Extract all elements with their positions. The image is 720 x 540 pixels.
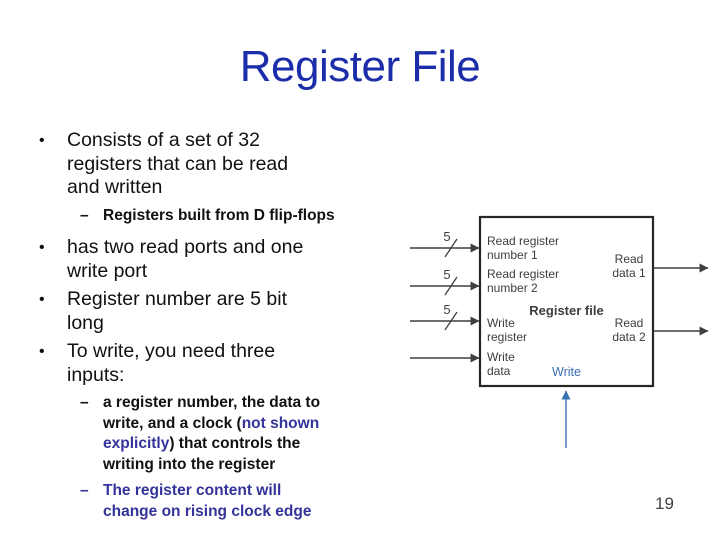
bullet-marker: • [39, 343, 45, 360]
sub-bullet-write-requirements: – a register number, the data to write, … [36, 393, 386, 475]
bullet-write-inputs: • To write, you need three inputs: [36, 340, 386, 387]
register-file-diagram: 5 5 5 Read register number 1 Read regist… [405, 215, 720, 460]
text-segment-highlight: not shown explicitly [103, 414, 320, 453]
write-signal-label: Write [552, 365, 581, 379]
bullet-consists: • Consists of a set of 32 registers that… [36, 129, 386, 200]
bullet-text: To write, you need three inputs: [67, 340, 276, 386]
bus-slash [444, 311, 458, 331]
port-label-read-register-number-1: Read register number 1 [487, 234, 560, 262]
bus-width-label: 5 [443, 267, 451, 282]
sub-bullet-text: a register number, the data to write, an… [103, 393, 386, 475]
bullet-text: has two read ports and one write port [67, 236, 304, 282]
bullet-marker: • [39, 132, 45, 149]
bullet-marker: • [39, 291, 45, 308]
bullet-text: Consists of a set of 32 registers that c… [67, 129, 289, 198]
sub-bullet-text: The register content will change on risi… [103, 482, 312, 520]
bullet-read-ports: • has two read ports and one write port [36, 236, 386, 283]
bullet-marker: • [39, 239, 45, 256]
text-segment: a register number, the data to write, an… [103, 394, 321, 432]
page-number: 19 [655, 494, 674, 513]
dash-marker: – [80, 394, 89, 411]
bullet-register-number: • Register number are 5 bit long [36, 288, 386, 335]
port-label-write-register: Write register [487, 316, 528, 344]
sub-bullet-dflipflops: – Registers built from D flip-flops [36, 206, 386, 227]
bullet-list: • Consists of a set of 32 registers that… [36, 129, 386, 522]
register-file-box [478, 215, 655, 388]
text-segment: ) that controls the writing into the reg… [103, 435, 301, 473]
sub-bullet-text: Registers built from D flip-flops [103, 206, 335, 224]
port-label-read-data-2: Read data 2 [612, 316, 646, 344]
bus-slash [444, 238, 458, 258]
port-label-read-register-number-2: Read register number 2 [487, 267, 560, 295]
bus-slash [444, 276, 458, 296]
slide-title: Register File [239, 42, 481, 91]
diagram-canvas [410, 215, 709, 448]
bullet-text: Register number are 5 bit long [67, 288, 288, 334]
port-label-read-data-1: Read data 1 [612, 252, 646, 280]
dash-marker: – [80, 206, 89, 224]
bus-width-label: 5 [443, 302, 451, 317]
sub-bullet-clock-edge: – The register content will change on ri… [36, 481, 386, 522]
port-label-write-data: Write data [487, 350, 515, 378]
bus-width-label: 5 [443, 229, 451, 244]
dash-marker: – [80, 482, 89, 499]
diagram-box-title: Register file [529, 303, 604, 318]
